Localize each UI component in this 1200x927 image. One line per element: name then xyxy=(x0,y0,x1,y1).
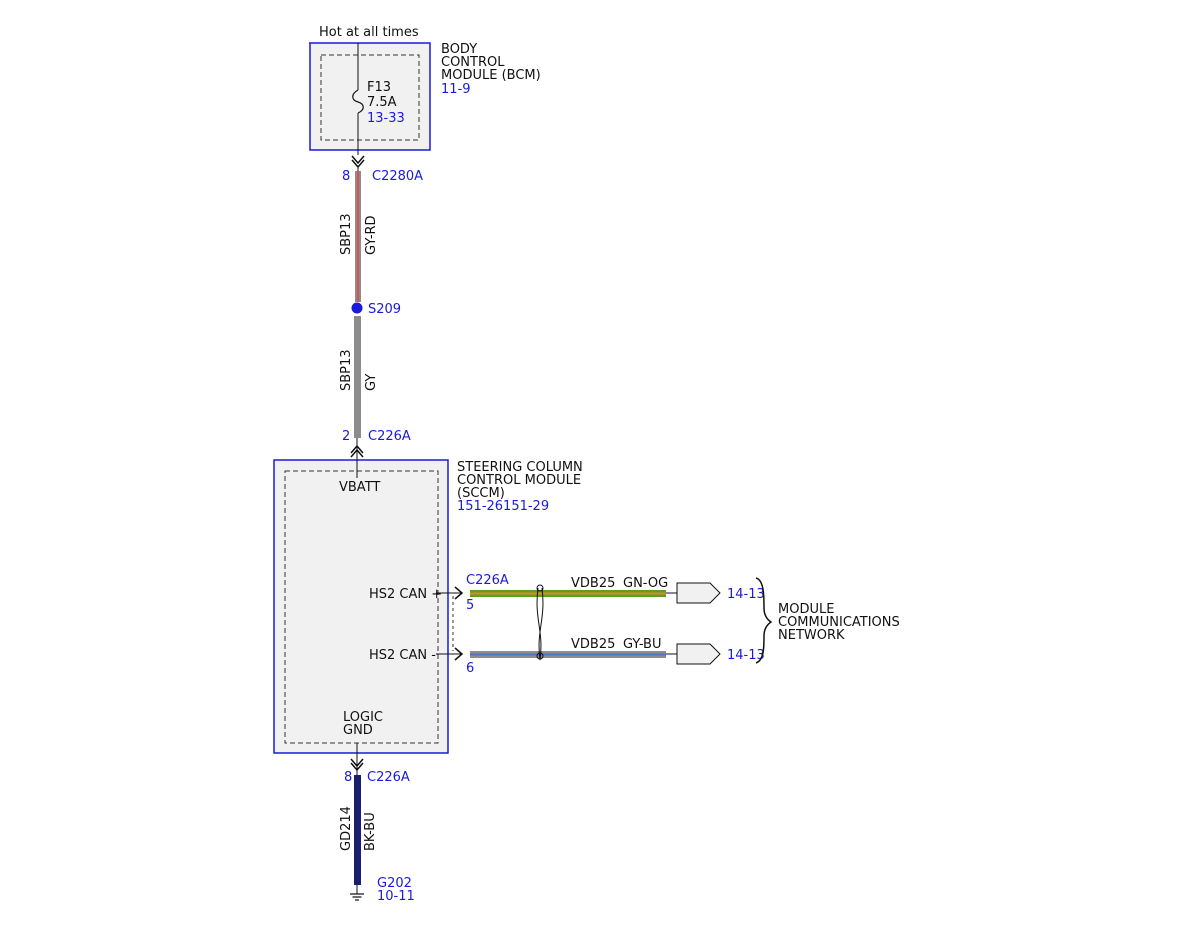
connector-chevron-icon xyxy=(454,586,464,600)
twisted-pair-icon xyxy=(536,587,544,661)
connector-chevron-icon xyxy=(350,762,364,772)
sccm-module-box xyxy=(273,459,449,754)
wire-gy[interactable] xyxy=(354,316,361,438)
can-low-pin: 6 xyxy=(466,661,474,676)
logic-gnd-line-1: LOGIC xyxy=(343,710,383,725)
ground-icon xyxy=(350,893,364,901)
sccm-can-low-label: HS2 CAN - xyxy=(369,648,436,663)
connector-chevron-icon xyxy=(350,758,364,768)
can-high-page-ref[interactable]: 14-13 xyxy=(727,587,765,602)
can-connector-name[interactable]: C226A xyxy=(466,573,509,588)
sccm-title-line-1: STEERING COLUMN xyxy=(457,460,583,475)
fuse-rating: 7.5A xyxy=(367,95,397,110)
can-low-page-ref[interactable]: 14-13 xyxy=(727,648,765,663)
can-low-connector-arrow-icon xyxy=(676,643,721,665)
bcm-internal-boundary xyxy=(320,54,420,141)
network-label-line-3: NETWORK xyxy=(778,628,845,643)
sccm-top-connector-pin: 2 xyxy=(342,429,350,444)
bcm-title-line-2: CONTROL xyxy=(441,55,505,70)
wire-splice-sccm-circuit: SBP13 xyxy=(339,349,354,391)
wire-splice-sccm-color: GY xyxy=(364,374,379,391)
twisted-pair-top-icon xyxy=(536,584,544,592)
can-high-wire-circuit: VDB25 xyxy=(571,576,615,591)
ground-wire-circuit: GD214 xyxy=(339,806,354,851)
bcm-module-box xyxy=(309,42,431,151)
sccm-module[interactable] xyxy=(273,459,449,754)
sccm-title-line-2: CONTROL MODULE xyxy=(457,473,581,488)
wire-bk-bu[interactable] xyxy=(354,775,361,885)
bcm-connector-name[interactable]: C2280A xyxy=(372,169,423,184)
bcm-connector-pin: 8 xyxy=(342,169,350,184)
wire-bcm-splice-circuit: SBP13 xyxy=(339,213,354,255)
network-brace-icon xyxy=(755,577,773,664)
network-label-line-1: MODULE xyxy=(778,602,834,617)
bcm-title-line-1: BODY xyxy=(441,42,477,57)
splice-dot[interactable] xyxy=(351,302,363,314)
can-high-wire-color: GN-OG xyxy=(623,576,668,591)
ground-name[interactable]: G202 xyxy=(377,876,412,891)
bcm-title-line-3: MODULE (BCM) xyxy=(441,68,541,83)
network-label-line-2: COMMUNICATIONS xyxy=(778,615,900,630)
bcm-page-ref[interactable]: 11-9 xyxy=(441,82,471,97)
fuse-icon xyxy=(352,89,364,114)
connector-chevron-icon xyxy=(351,155,365,165)
sccm-page-ref[interactable]: 151-26151-29 xyxy=(457,499,549,514)
bcm-module[interactable] xyxy=(309,42,431,151)
fuse-page-ref[interactable]: 13-33 xyxy=(367,111,405,126)
sccm-vbatt-label: VBATT xyxy=(339,480,380,495)
wire-gn-og-tracer xyxy=(470,592,666,595)
can-high-pin: 5 xyxy=(466,598,474,613)
logic-gnd-line-2: GND xyxy=(343,723,373,738)
power-label: Hot at all times xyxy=(319,25,419,40)
splice-name[interactable]: S209 xyxy=(368,302,401,317)
twisted-pair-bottom-icon xyxy=(536,652,544,660)
sccm-title-line-3: (SCCM) xyxy=(457,486,505,501)
sccm-internal-boundary xyxy=(284,470,439,744)
wire-gy-bu-tracer xyxy=(470,653,666,656)
sccm-bottom-connector-pin: 8 xyxy=(344,770,352,785)
ground-page-ref[interactable]: 10-11 xyxy=(377,889,415,904)
can-high-connector-arrow-icon xyxy=(676,582,721,604)
can-low-wire-color: GY-BU xyxy=(623,637,662,652)
ground-wire-color: BK-BU xyxy=(363,812,378,851)
wire-gy-rd-tracer xyxy=(357,171,359,302)
wire-bcm-splice-color: GY-RD xyxy=(364,215,379,255)
sccm-bottom-connector-name[interactable]: C226A xyxy=(367,770,410,785)
fuse-name: F13 xyxy=(367,80,391,95)
sccm-top-connector-name[interactable]: C226A xyxy=(368,429,411,444)
can-low-wire-circuit: VDB25 xyxy=(571,637,615,652)
sccm-can-high-label: HS2 CAN + xyxy=(369,587,442,602)
connector-chevron-icon xyxy=(454,647,464,661)
